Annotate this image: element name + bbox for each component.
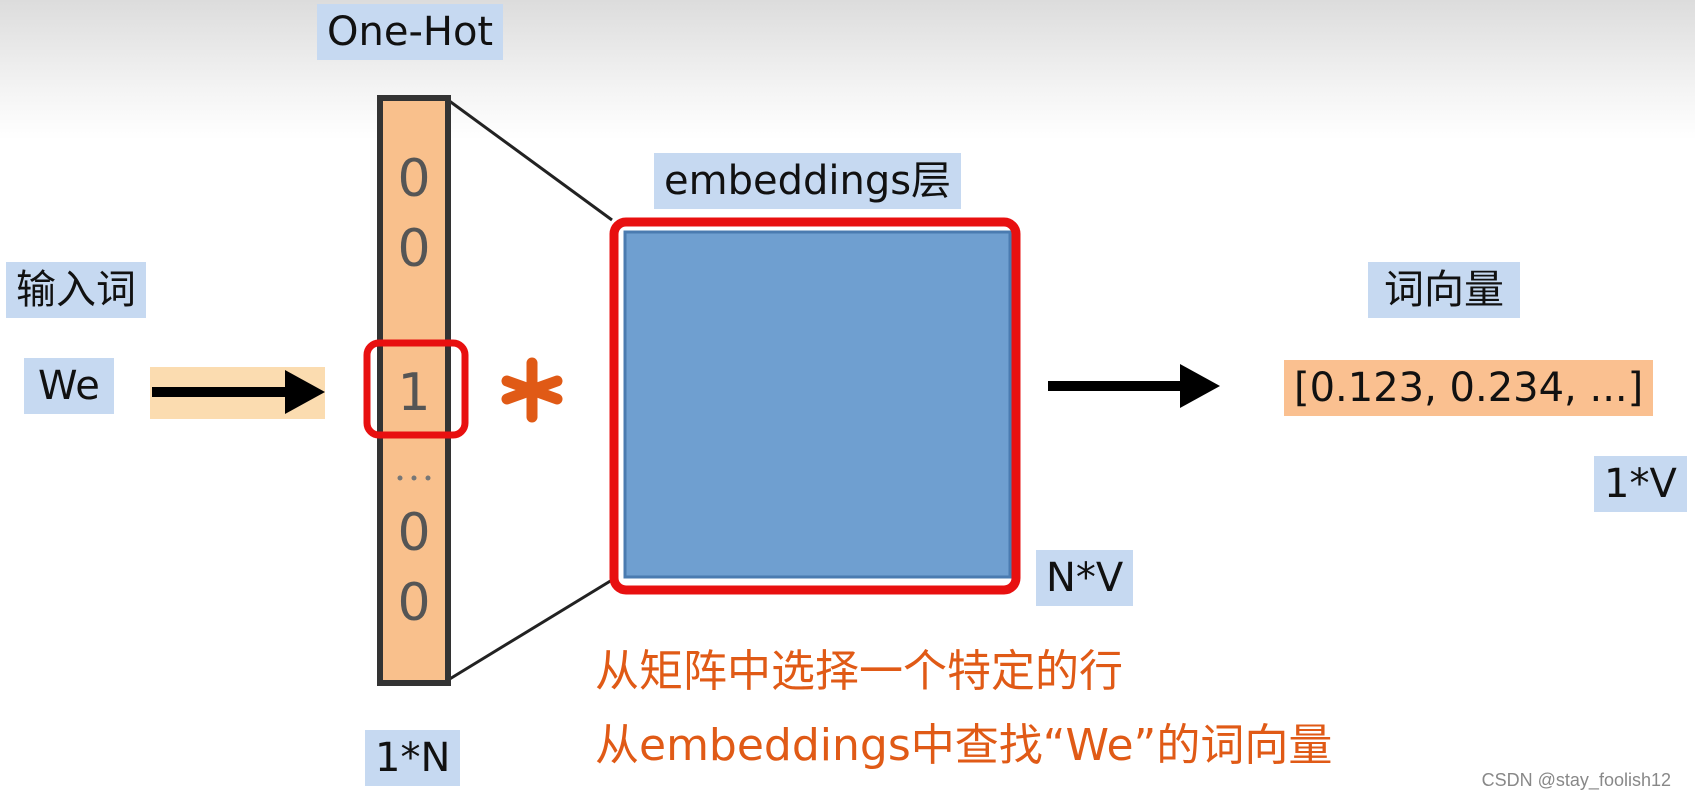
output-dimension: 1*V xyxy=(1594,456,1687,512)
onehot-highlight-box xyxy=(363,339,469,439)
onehot-dimension: 1*N xyxy=(365,730,461,786)
onehot-title: One-Hot xyxy=(317,4,504,60)
input-word: We xyxy=(24,358,114,414)
onehot-value-1: 0 xyxy=(397,219,430,279)
ellipsis-dots xyxy=(397,475,431,481)
embedding-layer-label: embeddings层 xyxy=(654,153,962,209)
input-word-label: 输入词 xyxy=(6,262,146,318)
multiply-asterisk-icon xyxy=(501,357,563,423)
onehot-value-0: 0 xyxy=(397,149,430,209)
projection-line-top xyxy=(447,98,613,222)
input-arrow-icon xyxy=(152,370,325,414)
onehot-value-4: 0 xyxy=(397,573,430,633)
onehot-value-2: 1 xyxy=(397,363,430,423)
matrix-highlight-box xyxy=(609,217,1021,595)
note-line-2: 从embeddings中查找“We”的词向量 xyxy=(595,720,1333,771)
embedding-dimension: N*V xyxy=(1036,550,1134,606)
word-vector-value: [0.123, 0.234, ...] xyxy=(1284,360,1654,416)
onehot-value-3: 0 xyxy=(397,503,430,563)
output-arrow-icon xyxy=(1048,364,1220,408)
word-vector-label: 词向量 xyxy=(1368,262,1520,318)
embedding-matrix xyxy=(623,230,1012,579)
onehot-vector xyxy=(377,95,451,686)
watermark: CSDN @stay_foolish12 xyxy=(1481,770,1671,790)
projection-line-bottom xyxy=(447,578,613,682)
note-line-1: 从矩阵中选择一个特定的行 xyxy=(595,646,1123,697)
